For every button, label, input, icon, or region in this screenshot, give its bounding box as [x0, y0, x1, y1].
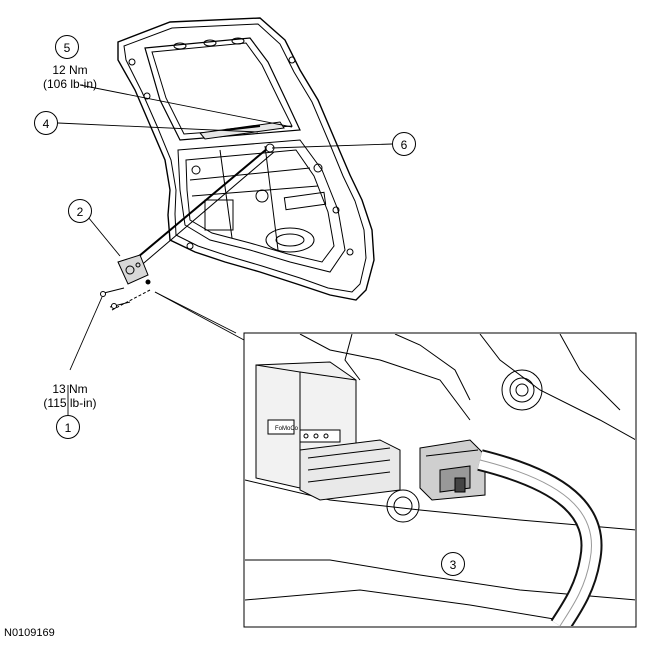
callout-6: 6	[392, 132, 416, 156]
module-brand-label: FoMoCo	[275, 426, 299, 432]
leader-lines	[57, 84, 453, 552]
callout-4: 4	[34, 111, 58, 135]
callout-2: 2	[68, 199, 92, 223]
torque-spec-item1: 13 Nm (115 lb-in)	[40, 382, 100, 410]
torque-nm-item1: 13 Nm	[52, 382, 88, 396]
torque-lbin-item1: (115 lb-in)	[43, 396, 97, 410]
torque-lbin-item5: (106 lb-in)	[42, 77, 98, 91]
liftgate-drawing	[100, 17, 375, 311]
figure-id: N0109169	[4, 627, 55, 639]
callout-5: 5	[55, 35, 79, 59]
callout-3: 3	[441, 552, 465, 576]
detail-inset: FoMoCo	[243, 332, 637, 628]
torque-spec-item5: 12 Nm (106 lb-in)	[40, 63, 100, 91]
torque-nm-item5: 12 Nm	[52, 63, 88, 77]
callout-1: 1	[56, 415, 80, 439]
